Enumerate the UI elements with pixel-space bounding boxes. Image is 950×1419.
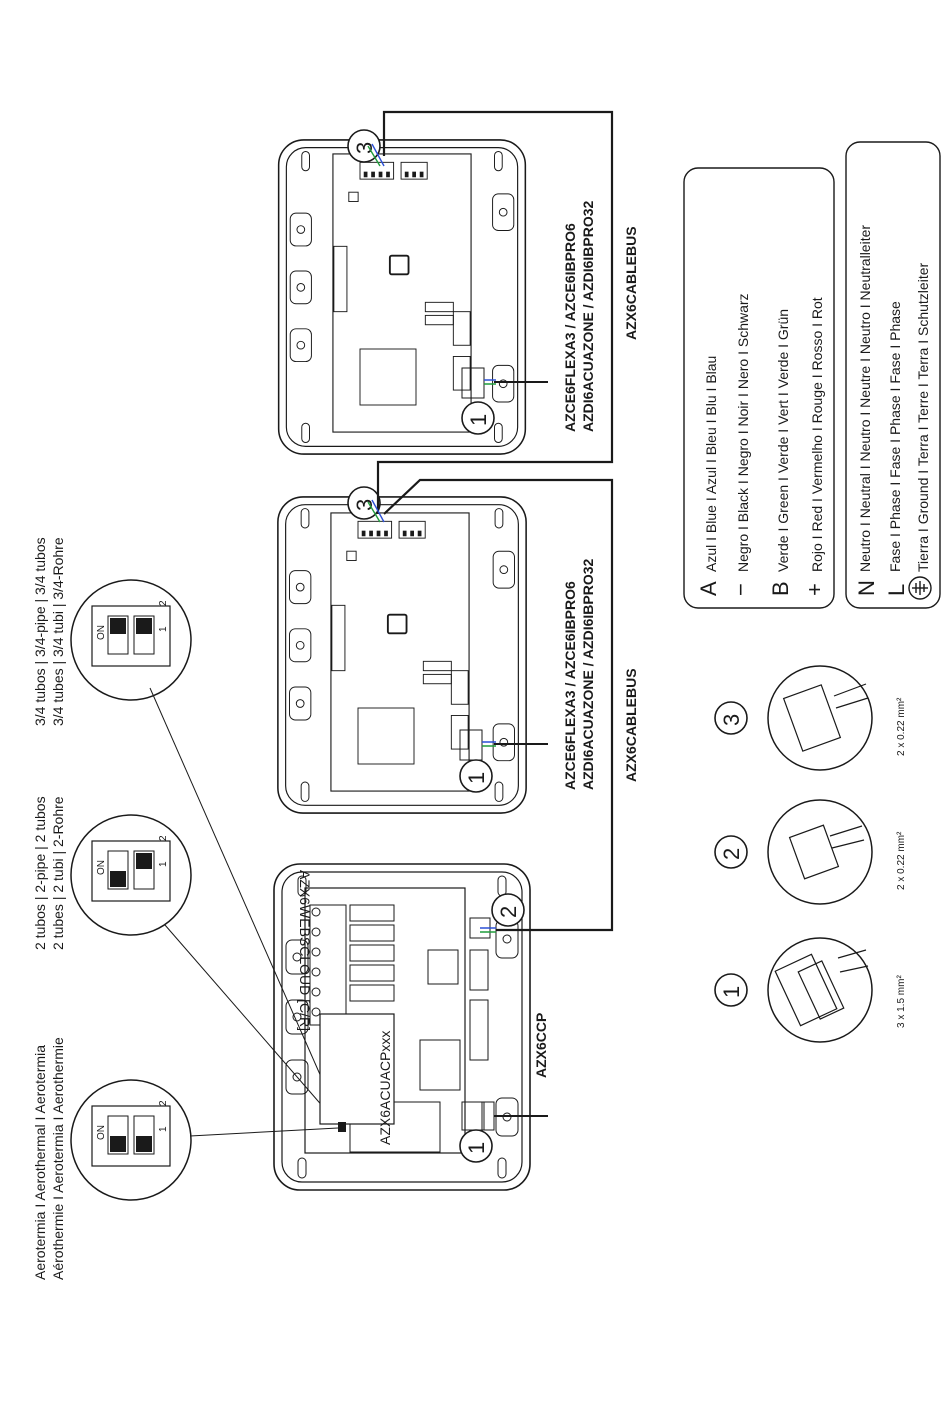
dip-leader-lines — [149, 687, 341, 1137]
dip-labels-three-four: 3/4 tubos | 3/4-pipe | 3/4 tubos 3/4 tub… — [32, 537, 66, 726]
ground-icon — [908, 576, 932, 600]
dip-labels-two-tubes: 2 tubos | 2-pipe | 2 tubos 2 tubes | 2 t… — [32, 796, 66, 950]
dip-switch-two-tubes: ON 1 2 — [70, 814, 192, 936]
dip-on-label: ON — [96, 860, 107, 875]
zone-board-middle: 1 3 AZCE6FLEXA3 / AZCE6IBPRO6 AZDI6ACUAZ… — [277, 486, 639, 814]
acuacp-model-label: AZX6ACUACPxxx — [377, 1031, 393, 1145]
legend-neg-text: Negro I Black I Negro I Noir I Nero I Sc… — [735, 293, 751, 572]
legend-g-text: Tierra I Ground I Terra I Terre I Terra … — [915, 263, 931, 572]
legend-a-symbol: A — [696, 581, 721, 596]
ccp-terminal-2-num: 2 — [496, 906, 521, 918]
dip-sw2-label: 2 — [158, 600, 169, 606]
zone-mid-model-line1: AZCE6FLEXA3 / AZCE6IBPRO6 — [562, 581, 578, 790]
zone-top-terminal-1-num: 1 — [466, 414, 491, 426]
zone-mid-terminal-3-num: 3 — [352, 499, 377, 511]
zone-top-bus-label: AZX6CABLEBUS — [623, 226, 639, 340]
connector-3-section: 2 x 0.22 mm² — [896, 697, 907, 756]
two-tubes-line1: 2 tubos | 2-pipe | 2 tubos — [32, 796, 48, 950]
zone-top-terminal-3-num: 3 — [352, 142, 377, 154]
three-four-line2: 3/4 tubes | 3/4 tubi | 3/4-Rohre — [50, 537, 66, 726]
connector-1-section: 3 x 1.5 mm² — [896, 975, 907, 1028]
zone-board-top: 1 3 AZCE6FLEXA3 / AZCE6IBPRO6 AZDI6ACUAZ… — [277, 129, 639, 455]
legend-pos-symbol: + — [802, 583, 827, 596]
main-board-ccp: 1 2 AZX6ACUACPxxx AZX6WEBSCLOUD [C/R] AZ… — [273, 863, 549, 1191]
dip-sw2-label: 2 — [158, 1100, 169, 1106]
dip-sw2-label: 2 — [158, 835, 169, 841]
bus-cable-wiring — [376, 110, 614, 932]
dip-sw1-label: 1 — [158, 861, 169, 867]
dip-sw1-label: 1 — [158, 1126, 169, 1132]
connector-2-num: 2 — [719, 848, 744, 860]
connector-2-illustration: 2 2 x 0.22 mm² — [714, 799, 907, 905]
legend-n-text: Neutro I Neutral I Neutro I Neutre I Neu… — [857, 225, 873, 572]
two-tubes-line2: 2 tubes | 2 tubi | 2-Rohre — [50, 796, 66, 950]
connector-1-num: 1 — [719, 986, 744, 998]
dip-switch-three-four: ON 1 2 — [70, 579, 192, 701]
zone-top-model-line1: AZCE6FLEXA3 / AZCE6IBPRO6 — [562, 223, 578, 432]
connector-2-section: 2 x 0.22 mm² — [896, 831, 907, 890]
legend-b-text: Verde I Green I Verde I Vert I Verde I G… — [775, 309, 791, 572]
bus-wire-colors — [367, 143, 385, 523]
dip-sw1-label: 1 — [158, 626, 169, 632]
legend-l-symbol: L — [884, 584, 909, 596]
three-four-line1: 3/4 tubos | 3/4-pipe | 3/4 tubos — [32, 537, 48, 726]
legend-a-text: Azul I Blue I Azul I Bleu I Blu I Blau — [703, 356, 719, 572]
zone-mid-terminal-1-num: 1 — [464, 772, 489, 784]
legend-b-symbol: B — [768, 581, 793, 596]
legend-power-box: N Neutro I Neutral I Neutro I Neutre I N… — [845, 141, 941, 609]
zone-mid-model-line2: AZDI6ACUAZONE / AZDI6IBPRO32 — [580, 558, 596, 790]
legend-l-text: Fase I Phase I Fase I Phase I Fase I Pha… — [887, 301, 903, 572]
connector-3-num: 3 — [719, 714, 744, 726]
dip-on-label: ON — [96, 625, 107, 640]
ccp-model-label: AZX6CCP — [533, 1013, 549, 1078]
ccp-terminal-1-num: 1 — [464, 1142, 489, 1154]
dip-switch-aerotermia: ON 1 2 — [70, 1079, 192, 1201]
dip-on-label: ON — [96, 1125, 107, 1140]
aerotermia-line1: Aerotermia I Aerothermal I Aerotermia — [32, 1045, 48, 1280]
dip-labels-aerotermia: Aerotermia I Aerothermal I Aerotermia Aé… — [32, 1037, 66, 1280]
connector-1-illustration: 1 3 x 1.5 mm² — [714, 937, 907, 1043]
aerotermia-line2: Aérothermie I Aerotermia I Aerothermie — [50, 1037, 66, 1280]
zone-mid-bus-label: AZX6CABLEBUS — [623, 668, 639, 782]
legend-pos-text: Rojo I Red I Vermelho I Rouge I Rosso I … — [809, 297, 825, 572]
connector-3-illustration: 3 2 x 0.22 mm² — [714, 665, 907, 771]
webscloud-model-label: AZX6WEBSCLOUD [C/R] — [297, 870, 313, 1031]
legend-n-symbol: N — [854, 580, 879, 596]
legend-neg-symbol: − — [728, 583, 753, 596]
zone-top-model-line2: AZDI6ACUAZONE / AZDI6IBPRO32 — [580, 200, 596, 432]
legend-bus-box: A Azul I Blue I Azul I Bleu I Blu I Blau… — [683, 167, 835, 609]
